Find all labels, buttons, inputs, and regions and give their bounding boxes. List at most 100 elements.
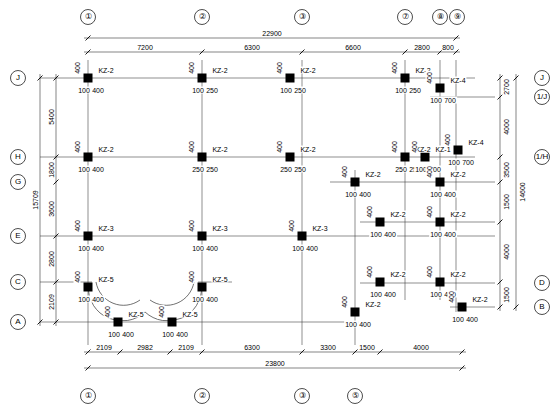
axis-bubble	[535, 90, 550, 105]
axis-label: 1/H	[535, 153, 549, 161]
dimension-tick	[54, 76, 59, 81]
axis-bubble	[81, 389, 96, 404]
axis-bubble	[433, 10, 448, 25]
column-dimension: 400	[104, 305, 111, 319]
column-section	[198, 232, 207, 241]
dimension-line	[40, 74, 41, 326]
column-section	[298, 232, 307, 241]
column-dimension: 250	[205, 166, 219, 173]
column-dimension: 400	[366, 265, 373, 279]
axis-label: 1/J	[536, 93, 549, 101]
column-section	[198, 74, 207, 83]
column-dimension: 400	[444, 133, 451, 147]
column-dimension: 100	[77, 245, 91, 252]
dimension-tick	[54, 155, 59, 160]
column-dimension: 400	[175, 331, 189, 338]
axis-line	[40, 322, 360, 323]
dimension-text: 22900	[261, 30, 282, 37]
column-dimension: 400	[426, 165, 433, 179]
column-tag: KZ-3	[97, 225, 114, 232]
axis-bubble	[450, 10, 465, 25]
dimension-tick	[54, 320, 59, 325]
dimension-tick	[86, 366, 91, 371]
axis-line	[450, 307, 495, 308]
dimension-line	[84, 38, 460, 39]
column-dimension: 250	[394, 166, 408, 173]
axis-bubble	[11, 275, 26, 290]
axis-line	[302, 60, 303, 345]
column-tag: KZ-2	[471, 296, 488, 303]
dimension-text: 2109	[48, 293, 55, 311]
axis-label: ⑦	[401, 13, 410, 21]
column-dimension: 100	[279, 87, 293, 94]
arc-walls	[88, 282, 202, 321]
dimension-tick	[118, 350, 123, 355]
axis-bubble	[11, 315, 26, 330]
column-section	[351, 178, 360, 187]
column-dimension: 400	[391, 61, 398, 75]
dimension-tick	[498, 155, 503, 160]
dimension-tick	[498, 280, 503, 285]
column-tag: KZ-2	[299, 146, 316, 153]
axis-label: D	[538, 279, 546, 287]
dimension-text: 1500	[503, 193, 510, 211]
column-dimension: 400	[305, 245, 319, 252]
dimension-line	[500, 74, 501, 311]
dimension-text: 6300	[243, 344, 261, 351]
column-dimension: 400	[188, 219, 195, 233]
column-dimension: 400	[448, 290, 455, 304]
column-section	[84, 232, 93, 241]
column-tag: KZ-2	[299, 67, 316, 74]
grid-lines	[40, 60, 495, 345]
axis-bubble	[295, 10, 310, 25]
axis-label: J	[15, 74, 21, 82]
column-section	[376, 278, 385, 287]
axis-bubble	[11, 175, 26, 190]
column-section	[436, 278, 445, 287]
column-tag: KZ-2	[389, 211, 406, 218]
dimension-line	[84, 368, 466, 369]
dimension-tick	[86, 350, 91, 355]
dimension-text: 2982	[136, 344, 154, 351]
column-dimension: 400	[391, 140, 398, 154]
column-section	[376, 218, 385, 227]
column-dimension: 100	[429, 291, 443, 298]
column-dimension: 100	[429, 97, 443, 104]
column-dimension: 400	[158, 305, 165, 319]
column-dimension: 250	[293, 87, 307, 94]
dimension-tick	[460, 350, 465, 355]
dimension-tick	[54, 234, 59, 239]
dimension-tick	[38, 76, 43, 81]
column-dimension: 100	[344, 191, 358, 198]
column-dimension: 400	[74, 270, 81, 284]
axis-line	[40, 236, 495, 237]
dimension-tick	[200, 50, 205, 55]
column-dimension: 400	[383, 231, 397, 238]
dimension-text: 5400	[48, 108, 55, 126]
dimension-tick	[300, 350, 305, 355]
axis-label: ⑨	[453, 13, 462, 21]
column-tag: KZ-2	[449, 211, 466, 218]
column-dimension: 400	[188, 270, 195, 284]
dimension-text: 15709	[32, 189, 39, 210]
column-dimension: 400	[383, 291, 397, 298]
column-section	[84, 74, 93, 83]
column-dimension: 400	[276, 140, 283, 154]
column-dimension: 100	[191, 296, 205, 303]
column-dimension: 100	[344, 321, 358, 328]
dimension-text: 1500	[503, 286, 510, 304]
axis-label: ①	[84, 392, 93, 400]
column-section	[286, 74, 295, 83]
column-dimension: 100	[161, 331, 175, 338]
column-section	[421, 153, 430, 162]
column-dimension: 700	[461, 159, 475, 166]
axis-line	[40, 78, 475, 79]
column-dimension: 100	[77, 87, 91, 94]
dimension-text: 1500	[358, 344, 376, 351]
axis-bubble	[535, 276, 550, 291]
column-dimension: 400	[443, 191, 457, 198]
dimension-text: 2800	[413, 44, 431, 51]
column-section	[351, 308, 360, 317]
column-section	[436, 218, 445, 227]
dimension-tick	[86, 36, 91, 41]
